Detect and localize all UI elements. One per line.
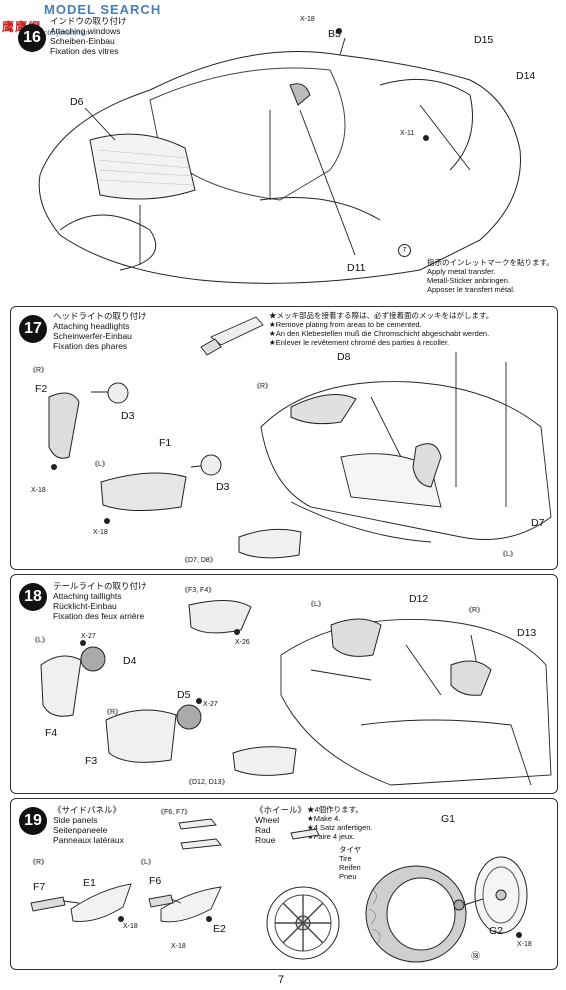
step18-label-x26: X-26 (235, 639, 250, 646)
step18-drawing (40, 599, 552, 786)
watermark-brand: MODEL SEARCH (44, 2, 162, 17)
step19-label-e1: E1 (83, 877, 96, 889)
step17-label-r: 《R》 (29, 367, 49, 374)
step19-label-g1: G1 (441, 813, 456, 825)
step16-label-d14: D14 (516, 70, 536, 82)
step17-label-l2: 《L》 (499, 551, 517, 558)
step17-label-f2: F2 (35, 383, 48, 395)
step18-label-d4: D4 (123, 655, 137, 667)
watermark-site: hobbysearch.cn (40, 30, 90, 37)
step19-label-x18a: X-18 (123, 923, 138, 930)
step18-label-d12: D12 (409, 593, 429, 605)
step17-label-f1: F1 (159, 437, 172, 449)
step17-label-d7: D7 (531, 517, 545, 529)
step16-car-body-drawing (38, 28, 521, 284)
step19-label-g2: G2 (489, 925, 504, 937)
step16-metal-transfer-note: 指示のインレットマークを貼ります。 Apply metal transfer. … (427, 258, 554, 294)
step18-label-r: 《R》 (103, 709, 123, 716)
step19-label-f6f7: 《F6, F7》 (157, 809, 192, 816)
step16-section: 16 インドウの取り付け Attaching windows Scheiben-… (0, 0, 566, 298)
step19-label-x18c: X-18 (517, 941, 532, 948)
step18-label-f3f4: 《F3, F4》 (181, 587, 216, 594)
step16-label-d15: D15 (474, 34, 494, 46)
step19-make4-note: ★4個作ります。 ★Make 4. ★4 Satz anfertigen. ★F… (307, 805, 373, 841)
step16-label-d11: D11 (347, 262, 366, 274)
step17-label-d8: D8 (337, 351, 351, 363)
step19-tire-label: タイヤ Tire Reifen Pneu (339, 845, 362, 881)
step18-label-l2: 《L》 (307, 601, 325, 608)
step18-label-d13: D13 (517, 627, 537, 639)
step17-label-x18a: X-18 (31, 487, 46, 494)
step18-label-d5: D5 (177, 689, 191, 701)
step18-title: テールライトの取り付け Attaching taillights Rücklic… (53, 581, 147, 621)
step16-metal-transfer-mark: 7 (398, 244, 411, 257)
step17-plating-warning: ★メッキ部品を接着する際は、必ず接着面のメッキをはがします。 ★Remove p… (269, 311, 494, 347)
step19-label-f7: F7 (33, 881, 46, 893)
step17-label-d3a: D3 (121, 410, 135, 422)
step19-panel: 19 《サイドパネル》 Side panels Seitenpaneele Pa… (10, 798, 558, 970)
step18-label-x27a: X-27 (81, 633, 96, 640)
step18-label-f3: F3 (85, 755, 98, 767)
step19-label-l: 《L》 (137, 859, 155, 866)
step19-label-mark: ⑱ (471, 951, 481, 961)
step16-label-b5: B5 (328, 28, 341, 40)
step18-panel: 18 テールライトの取り付け Attaching taillights Rück… (10, 574, 558, 794)
step18-number: 18 (19, 583, 47, 611)
step17-label-l: 《L》 (91, 461, 109, 468)
step18-label-x27b: X-27 (203, 701, 218, 708)
step17-panel: 17 ヘッドライトの取り付け Attaching headlights Sche… (10, 306, 558, 570)
step17-label-r2: 《R》 (253, 383, 273, 390)
step19-drawing (30, 818, 528, 963)
step19-number: 19 (19, 807, 47, 835)
step16-label-x11: X-11 (400, 130, 415, 137)
step17-label-d3b: D3 (216, 481, 230, 493)
step18-label-l: 《L》 (31, 637, 49, 644)
step16-label-x18: X-18 (300, 16, 315, 23)
step17-label-x18b: X-18 (93, 529, 108, 536)
step16-number: 16 (18, 24, 46, 52)
page-number: 7 (278, 974, 285, 986)
step19-title: 《サイドパネル》 Side panels Seitenpaneele Panne… (53, 805, 124, 845)
step16-title: インドウの取り付け Attaching windows Scheiben-Ein… (50, 16, 127, 56)
step19-label-x18b: X-18 (171, 943, 186, 950)
step18-label-f4: F4 (45, 727, 58, 739)
step18-label-r2: 《R》 (465, 607, 485, 614)
step17-title: ヘッドライトの取り付け Attaching headlights Scheinw… (53, 311, 147, 351)
step17-group-label: 《D7, D8》 (181, 557, 217, 564)
step17-number: 17 (19, 315, 47, 343)
step18-group-label: 《D12, D13》 (185, 779, 229, 786)
step19-label-e2: E2 (213, 923, 226, 935)
step16-label-d6: D6 (70, 96, 84, 108)
step19-label-f6: F6 (149, 875, 162, 887)
step17-drawing (48, 316, 552, 559)
step19-label-r: 《R》 (29, 859, 49, 866)
step19-wheel-title: 《ホイール》 Wheel Rad Roue (255, 805, 307, 845)
